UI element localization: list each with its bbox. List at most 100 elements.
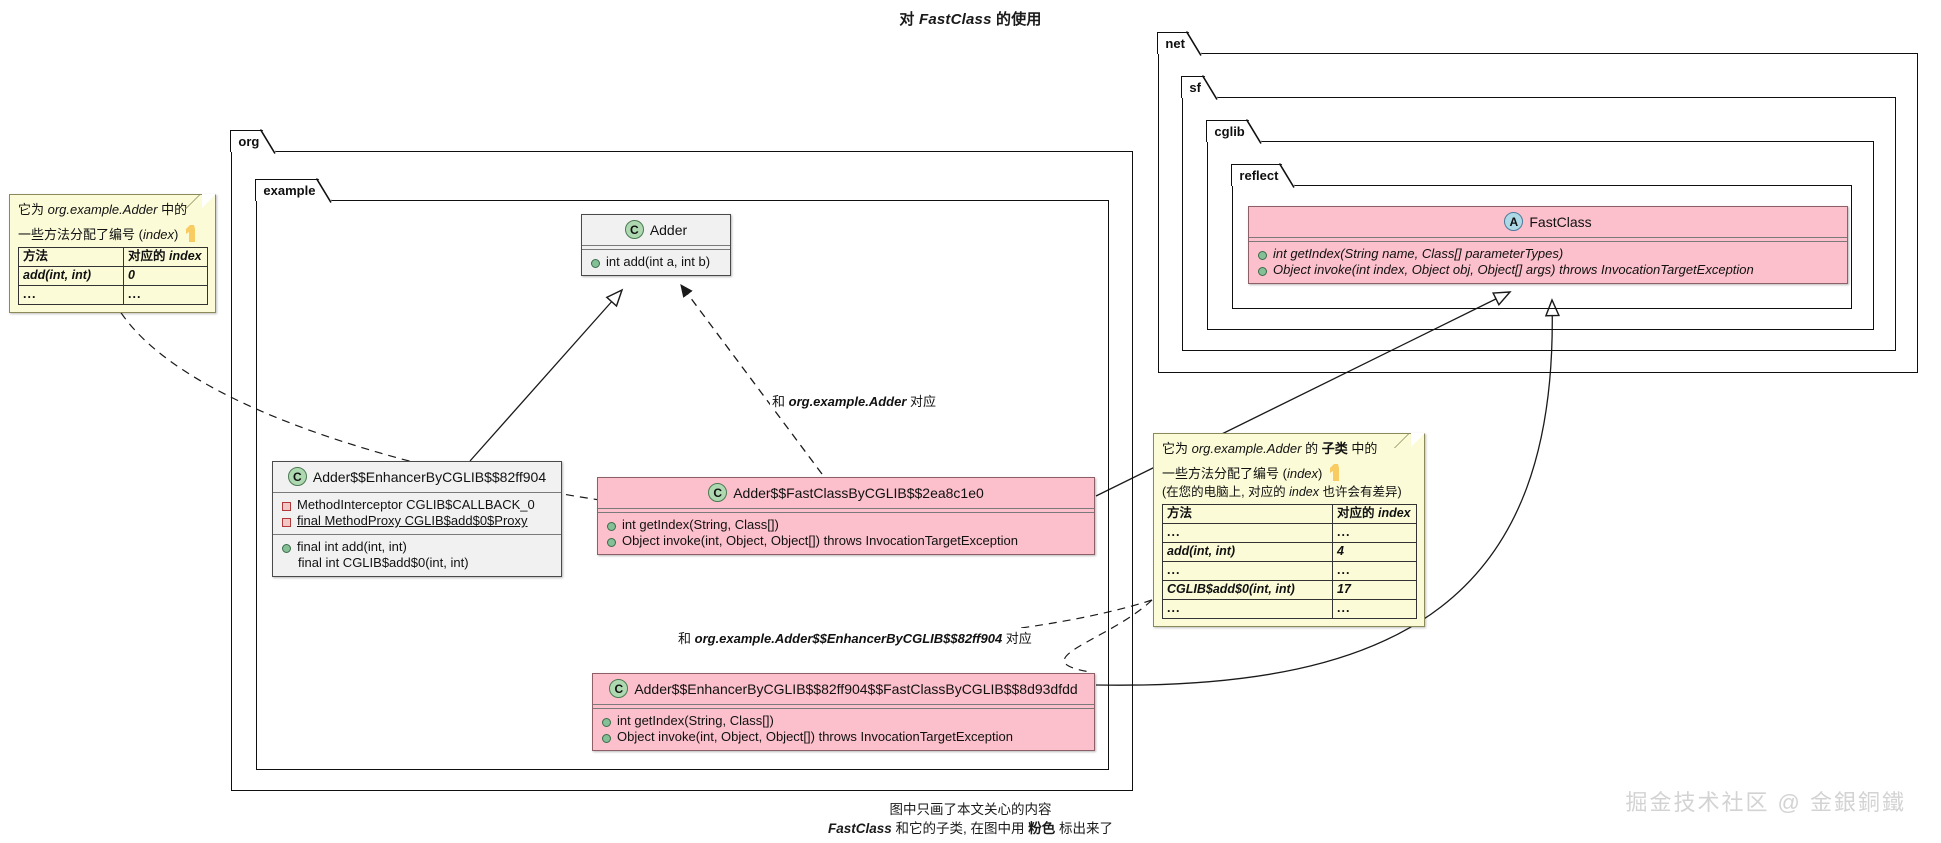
- method-row: int getIndex(String, Class[]): [606, 517, 1086, 533]
- caption-text: 标出来了: [1055, 821, 1114, 836]
- note-emphasis: org.example.Adder: [1191, 441, 1302, 456]
- cell-method: add(int, int): [18, 266, 124, 286]
- class-box-adder[interactable]: C Adder int add(int a, int b): [581, 214, 731, 276]
- class-box-fastclass-adder[interactable]: C Adder$$FastClassByCGLIB$$2ea8c1e0 int …: [597, 477, 1095, 555]
- note-left: 它为 org.example.Adder 中的 一些方法分配了编号 (index…: [9, 194, 216, 313]
- note-left-line2: 一些方法分配了编号 (index): [18, 219, 207, 244]
- note-text: ): [1318, 466, 1323, 481]
- package-net: net sf cglib: [1157, 31, 1918, 373]
- cell-method: ...: [1162, 561, 1333, 581]
- class-fields-enhancer: MethodInterceptor CGLIB$CALLBACK_0 final…: [273, 493, 561, 534]
- note-right: 它为 org.example.Adder 的 子类 中的 一些方法分配了编号 (…: [1153, 433, 1425, 627]
- method-row: final int add(int, int): [281, 539, 553, 555]
- package-label-net: net: [1165, 36, 1185, 51]
- header-method: 方法: [18, 247, 124, 267]
- package-tab-example: example: [255, 178, 333, 203]
- field-row: final MethodProxy CGLIB$add$0$Proxy: [281, 513, 553, 529]
- package-tab-sf: sf: [1181, 75, 1218, 100]
- field-signature: MethodInterceptor CGLIB$CALLBACK_0: [297, 497, 535, 512]
- class-box-fastclass[interactable]: A FastClass int getIndex(String name, Cl…: [1248, 206, 1848, 284]
- cell-index: ...: [1332, 523, 1417, 543]
- note-right-line2: 一些方法分配了编号 (index): [1162, 458, 1416, 483]
- package-label-sf: sf: [1189, 80, 1201, 95]
- method-signature: final int CGLIB$add$0(int, int): [298, 555, 469, 570]
- class-name-fastclass: FastClass: [1529, 213, 1592, 230]
- field-signature: final MethodProxy CGLIB$add$0$Proxy: [297, 513, 528, 528]
- public-visibility-icon: [607, 522, 616, 531]
- class-methods-fastclass-enhancer: int getIndex(String, Class[]) Object inv…: [593, 709, 1094, 750]
- abstract-marker-icon: A: [1504, 212, 1524, 231]
- table-row: ... ...: [1162, 599, 1417, 619]
- class-name-enhancer: Adder$$EnhancerByCGLIB$$82ff904: [312, 468, 547, 485]
- method-row: int getIndex(String name, Class[] parame…: [1257, 246, 1839, 262]
- class-title-fastclass: A FastClass: [1249, 207, 1847, 237]
- title-emphasis: FastClass: [918, 11, 992, 28]
- method-signature: Object invoke(int, Object, Object[]) thr…: [617, 729, 1013, 744]
- note-emphasis: index: [1286, 466, 1319, 481]
- method-row: final int CGLIB$add$0(int, int): [281, 555, 553, 571]
- header-index-prefix: 对应的: [128, 249, 169, 263]
- method-signature: int getIndex(String name, Class[] parame…: [1273, 246, 1564, 261]
- label-prefix: 和: [678, 631, 695, 646]
- tab-slash-icon: [1185, 31, 1202, 56]
- class-marker-icon: C: [624, 220, 644, 239]
- class-methods-enhancer: final int add(int, int) final int CGLIB$…: [273, 535, 561, 576]
- page-title: 对 FastClass 的使用: [0, 8, 1941, 29]
- package-tab-cglib: cglib: [1206, 119, 1263, 144]
- divider: [593, 704, 1094, 709]
- label-suffix: 对应: [1002, 631, 1032, 646]
- class-name-fastclass-adder: Adder$$FastClassByCGLIB$$2ea8c1e0: [733, 484, 984, 501]
- public-visibility-icon: [1258, 267, 1267, 276]
- method-signature: final int add(int, int): [297, 539, 407, 554]
- caption-text: 和它的子类, 在图中用: [891, 821, 1029, 836]
- note-text: 它为: [1162, 441, 1192, 456]
- cell-method: CGLIB$add$0(int, int): [1162, 580, 1333, 600]
- note-text: 一些方法分配了编号 (: [1162, 466, 1287, 481]
- public-visibility-icon: [602, 734, 611, 743]
- tab-slash-icon: [1245, 119, 1262, 144]
- class-box-fastclass-enhancer[interactable]: C Adder$$EnhancerByCGLIB$$82ff904$$FastC…: [592, 673, 1095, 751]
- note-text: ): [174, 227, 179, 242]
- caption-bold: 粉色: [1028, 821, 1056, 836]
- class-methods-adder: int add(int a, int b): [582, 250, 730, 275]
- class-title-fastclass-enhancer: C Adder$$EnhancerByCGLIB$$82ff904$$FastC…: [593, 674, 1094, 704]
- class-title-enhancer: C Adder$$EnhancerByCGLIB$$82ff904: [273, 462, 561, 492]
- cell-index: ...: [123, 285, 208, 305]
- public-visibility-icon: [607, 538, 616, 547]
- table-row: add(int, int) 4: [1162, 542, 1417, 562]
- method-row: Object invoke(int, Object, Object[]) thr…: [606, 533, 1086, 549]
- package-tab-org: org: [230, 129, 277, 154]
- pointing-hand-icon: [1330, 464, 1339, 481]
- class-name-fastclass-enhancer: Adder$$EnhancerByCGLIB$$82ff904$$FastCla…: [634, 680, 1078, 697]
- class-methods-fastclass-adder: int getIndex(String, Class[]) Object inv…: [598, 513, 1094, 554]
- package-example: example: [255, 178, 1109, 770]
- method-signature: Object invoke(int, Object, Object[]) thr…: [622, 533, 1018, 548]
- table-header-row: 方法 对应的 index: [18, 247, 208, 267]
- table-row: ... ...: [18, 285, 208, 305]
- cell-method: ...: [18, 285, 124, 305]
- note-text: 也许会有差异): [1318, 485, 1402, 499]
- tab-slash-icon: [1279, 163, 1296, 188]
- table-header-row: 方法 对应的 index: [1162, 504, 1417, 524]
- method-row: Object invoke(int, Object, Object[]) thr…: [601, 729, 1086, 745]
- method-signature: int getIndex(String, Class[]): [622, 517, 779, 532]
- table-row: CGLIB$add$0(int, int) 17: [1162, 580, 1417, 600]
- private-visibility-icon: [282, 502, 291, 511]
- class-box-enhancer[interactable]: C Adder$$EnhancerByCGLIB$$82ff904 Method…: [272, 461, 562, 577]
- note-left-table: 方法 对应的 index add(int, int) 0 ... ...: [18, 247, 208, 305]
- method-signature: int getIndex(String, Class[]): [617, 713, 774, 728]
- edge-label-adder-correspondence: 和 org.example.Adder 对应: [770, 391, 939, 410]
- note-right-line1: 它为 org.example.Adder 的 子类 中的: [1162, 440, 1416, 458]
- note-text: 中的: [1347, 441, 1378, 456]
- divider: [582, 245, 730, 250]
- header-index-emphasis: index: [1377, 506, 1411, 520]
- header-index: 对应的 index: [1332, 504, 1417, 524]
- note-left-line1: 它为 org.example.Adder 中的: [18, 201, 207, 219]
- note-text: 它为: [18, 202, 48, 217]
- table-row: ... ...: [1162, 523, 1417, 543]
- cell-index: ...: [1332, 599, 1417, 619]
- caption-line-2: FastClass 和它的子类, 在图中用 粉色 标出来了: [0, 817, 1941, 837]
- private-visibility-icon: [282, 518, 291, 527]
- package-reflect: reflect: [1231, 163, 1852, 309]
